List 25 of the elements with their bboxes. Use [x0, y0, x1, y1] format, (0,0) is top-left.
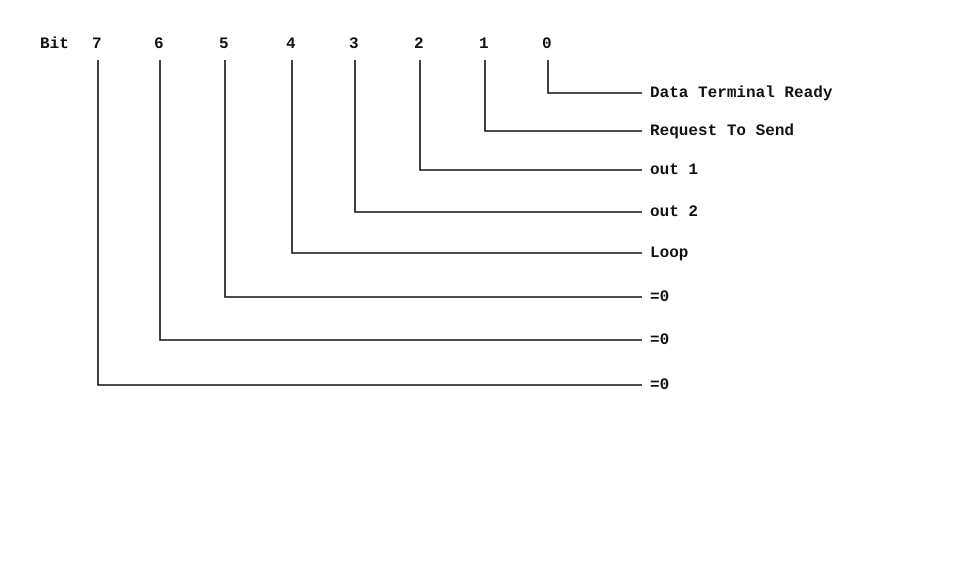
bit-number: 5 [219, 34, 229, 54]
signal-name: Loop [650, 243, 688, 263]
signal-name: =0 [650, 375, 670, 395]
row-heading: Bit [40, 34, 69, 54]
leader-line [484, 60, 642, 132]
bit-number: 2 [414, 34, 424, 54]
leader-line [224, 60, 642, 298]
bit-number: 6 [154, 34, 164, 54]
bit-number: 0 [542, 34, 552, 54]
signal-name: out 2 [650, 202, 698, 222]
signal-name: Request To Send [650, 121, 794, 141]
leader-line [159, 60, 642, 341]
signal-name: out 1 [650, 160, 698, 180]
leader-line [354, 60, 642, 213]
leader-line [419, 60, 642, 171]
leader-line [547, 60, 642, 94]
bit-number: 7 [92, 34, 102, 54]
signal-name: =0 [650, 330, 670, 350]
leader-line [97, 60, 642, 386]
signal-name: Data Terminal Ready [650, 83, 832, 103]
signal-name: =0 [650, 287, 670, 307]
bit-number: 4 [286, 34, 296, 54]
leader-line [291, 60, 642, 254]
bit-number: 3 [349, 34, 359, 54]
bit-number: 1 [479, 34, 489, 54]
